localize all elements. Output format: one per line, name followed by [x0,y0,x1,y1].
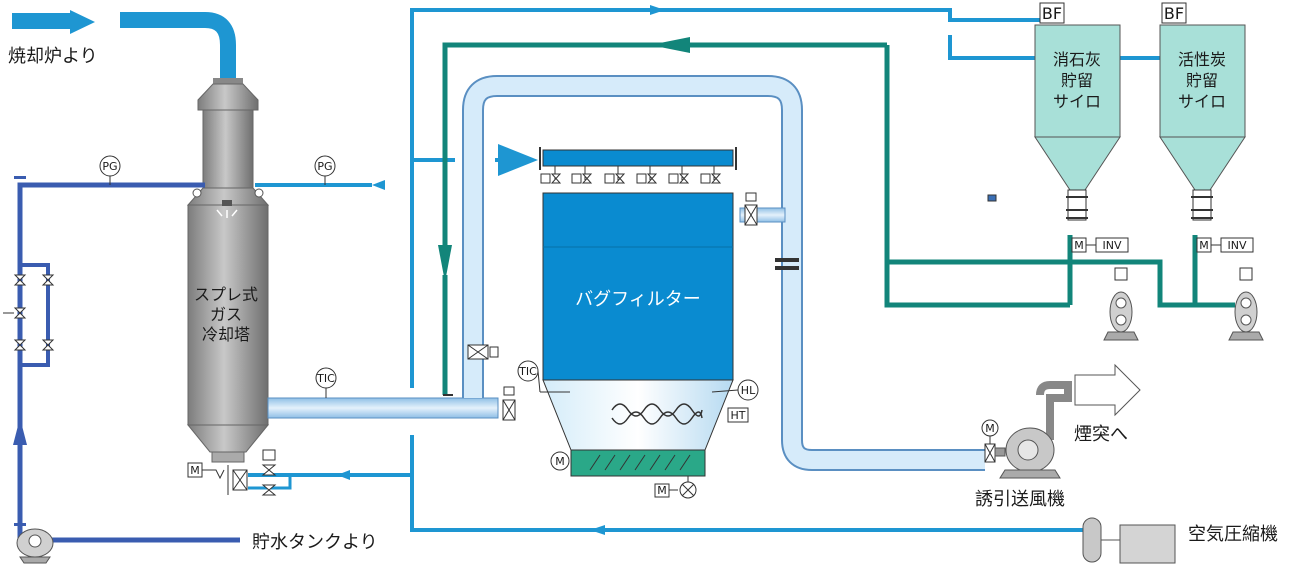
water-supply-line: 貯水タンクより PG [3,155,378,564]
air-flow-arrows [337,5,665,535]
label-tower-1: スプレ式 [194,285,258,304]
silo1-motor: M [1074,239,1084,252]
bf-silo2: BF [1164,4,1184,23]
label-from-water-tank: 貯水タンクより [252,532,378,553]
indicator-lamp [987,194,997,202]
silo2-inverter: INV [1228,239,1247,252]
silo-slaked-lime: BF 消石灰 貯留 サイロ M INV [1034,2,1139,341]
incinerator-inlet: 焼却炉より [8,10,236,78]
bag-filter-instruments: TIC HL HT M M [517,360,759,499]
hl-level-switch: HL [741,384,756,397]
reagent-feed-line [442,42,1235,395]
label-silo1-3: サイロ [1053,92,1101,111]
air-compressor: 空気圧縮機 [1082,517,1278,564]
chimney-arrow-icon [1074,363,1141,417]
silo-activated-carbon: BF 活性炭 貯留 サイロ M INV [1159,2,1264,341]
reagent-down-arrow-icon [438,245,452,282]
pg-gauge-1: PG [102,160,117,173]
spray-cooling-tower: スプレ式 ガス 冷却塔 [186,78,270,463]
ht-heater: HT [731,409,746,422]
tower-motor: M [190,464,200,477]
label-silo2-1: 活性炭 [1178,50,1226,69]
label-chimney: 煙突へ [1074,424,1128,445]
silo2-motor: M [1199,239,1209,252]
fan-motor: M [985,422,995,435]
induced-draft-fan: M 煙突へ 誘引送風機 [975,363,1141,510]
label-bag-filter: バグフィルター [575,289,701,310]
label-silo1-1: 消石灰 [1053,50,1101,69]
label-air-compressor: 空気圧縮機 [1188,524,1278,545]
label-silo2-3: サイロ [1178,92,1226,111]
screw-motor: M [555,455,565,468]
tower-bottom-equipment: M [187,449,292,496]
valve-icon [3,274,55,351]
water-pump-icon [16,528,54,564]
bag-filter: バグフィルター [539,147,737,477]
rotary-valve-motor: M [657,484,667,497]
label-from-incinerator: 焼却炉より [8,46,98,67]
reagent-arrow-icon [650,37,690,53]
silo2-blower-icon [1228,267,1264,341]
label-tower-3: 冷却塔 [202,325,250,344]
pg-gauge-2: PG [317,160,332,173]
silo1-blower-icon [1103,267,1139,341]
label-id-fan: 誘引送風機 [975,489,1065,510]
water-flow-arrow-icon [13,418,27,445]
label-silo2-2: 貯留 [1186,71,1218,90]
tic-sensor-1: TIC [316,372,335,385]
bf-silo1: BF [1042,4,1062,23]
silo1-inverter: INV [1103,239,1122,252]
label-tower-2: ガス [210,305,242,324]
flue-gas-duct: TIC [267,75,985,471]
label-silo1-2: 貯留 [1061,71,1093,90]
tic-sensor-2: TIC [518,365,537,378]
duct-valves [467,192,996,463]
